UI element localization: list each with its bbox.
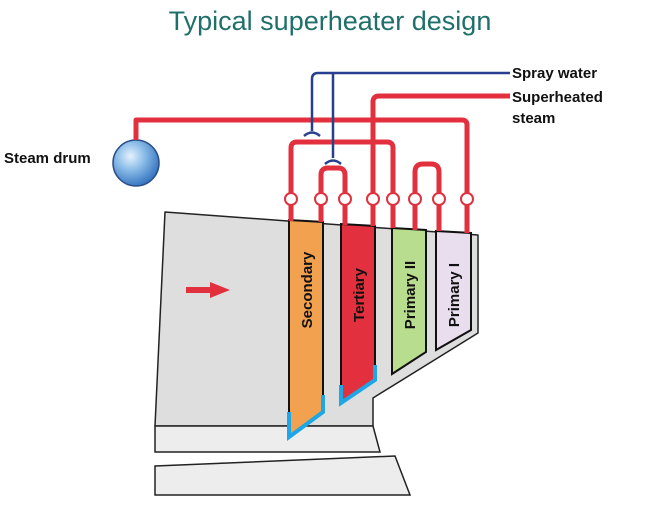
superheated-steam-label-line1: Superheated (512, 89, 603, 106)
page-title: Typical superheater design (169, 6, 492, 36)
section-label-primary-i: Primary I (446, 263, 463, 327)
spray-water-label: Spray water (512, 65, 597, 82)
section-label-tertiary: Tertiary (351, 267, 368, 322)
arrow-right-icon (186, 282, 230, 298)
section-label-primary-ii: Primary II (402, 261, 419, 329)
boiler-nose (154, 425, 381, 453)
section-tertiary: Tertiary (339, 222, 377, 407)
section-label-secondary: Secondary (299, 251, 316, 328)
steam-drum-label: Steam drum (4, 150, 91, 167)
steam-pipes (133, 93, 510, 198)
spray-water-lines (303, 71, 510, 165)
section-secondary: Secondary (287, 218, 325, 441)
section-primary-ii: Primary II (391, 226, 427, 376)
superheated-steam-label-line2: steam (512, 110, 555, 127)
header-connectors (288, 205, 470, 233)
steam-drum-icon (112, 139, 160, 187)
boiler-floor (154, 455, 412, 496)
header-rings (284, 192, 474, 206)
section-primary-i: Primary I (435, 229, 472, 352)
